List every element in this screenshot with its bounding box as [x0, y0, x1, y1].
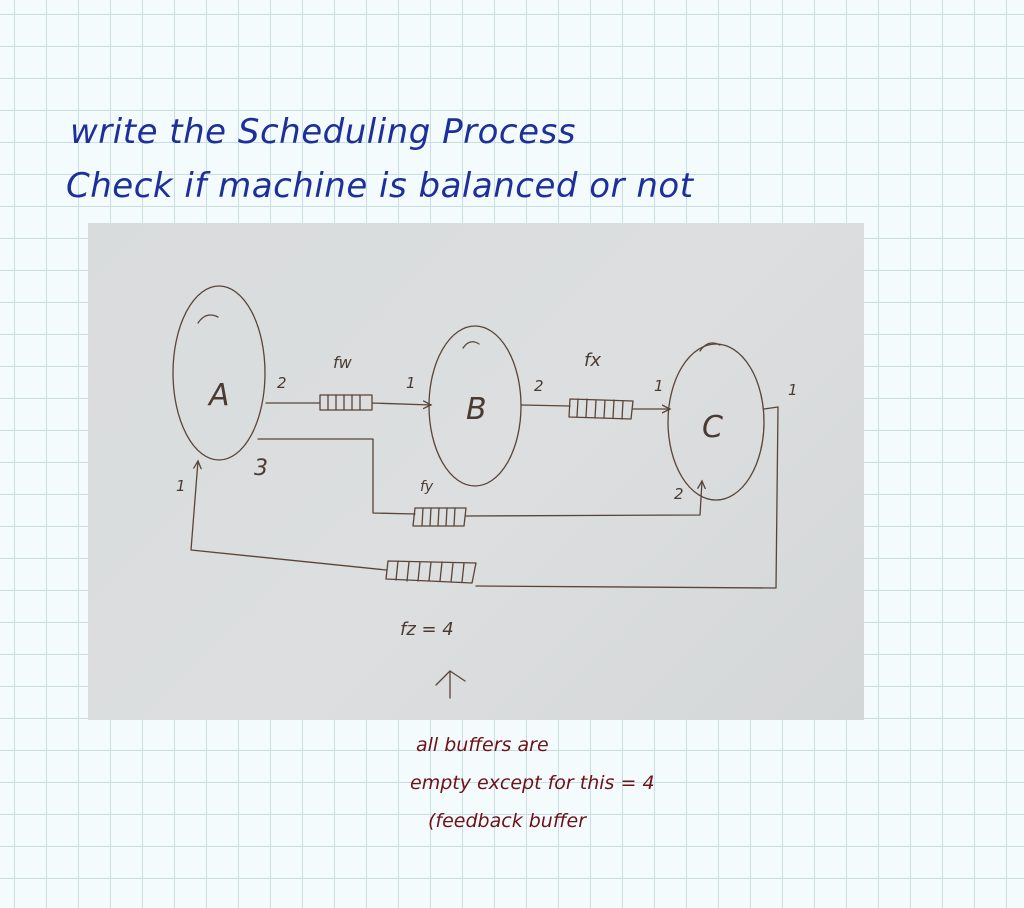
port-c-in-fy: 2	[674, 485, 684, 503]
machine-c: C	[667, 342, 765, 501]
annotation-line-1: all buffers are	[416, 734, 549, 756]
instruction-line-2: Check if machine is balanced or not	[66, 166, 694, 206]
node-c-label: C	[702, 410, 723, 445]
up-arrow-icon	[435, 670, 466, 699]
instruction-line-1: write the Scheduling Process	[70, 112, 576, 152]
buffer-fw-label: fw	[333, 353, 353, 372]
flow-diagram: A B C fw 2 1 fx 2	[172, 285, 798, 699]
buffer-fy-label: fy	[420, 479, 434, 495]
node-a-label: A	[207, 378, 230, 413]
annotation-line-3: (feedback buffer	[428, 810, 587, 832]
port-a-out-fy: 3	[254, 456, 268, 481]
edge-b-c: fx 2 1	[520, 350, 670, 420]
machine-b: B	[428, 325, 522, 487]
port-b-out-fx: 2	[534, 377, 544, 395]
buffer-fx-label: fx	[584, 350, 601, 371]
port-a-in-fz: 1	[176, 477, 186, 495]
machine-a: A	[172, 285, 266, 461]
node-b-label: B	[466, 392, 487, 427]
port-a-out-fw: 2	[277, 374, 287, 392]
buffer-fz-label: fz = 4	[400, 619, 454, 640]
port-b-in-fw: 1	[406, 374, 416, 392]
edge-a-c-fy: fy 3 2	[254, 438, 702, 527]
diagram-photo: A B C fw 2 1 fx 2	[88, 223, 864, 720]
port-c-in-fx: 1	[654, 377, 664, 395]
edge-c-a-feedback: fz = 4 1 1	[176, 381, 798, 640]
annotation-line-2: empty except for this = 4	[410, 772, 655, 794]
edge-a-b: fw 2 1	[265, 353, 431, 411]
port-c-out-fz: 1	[788, 381, 798, 399]
